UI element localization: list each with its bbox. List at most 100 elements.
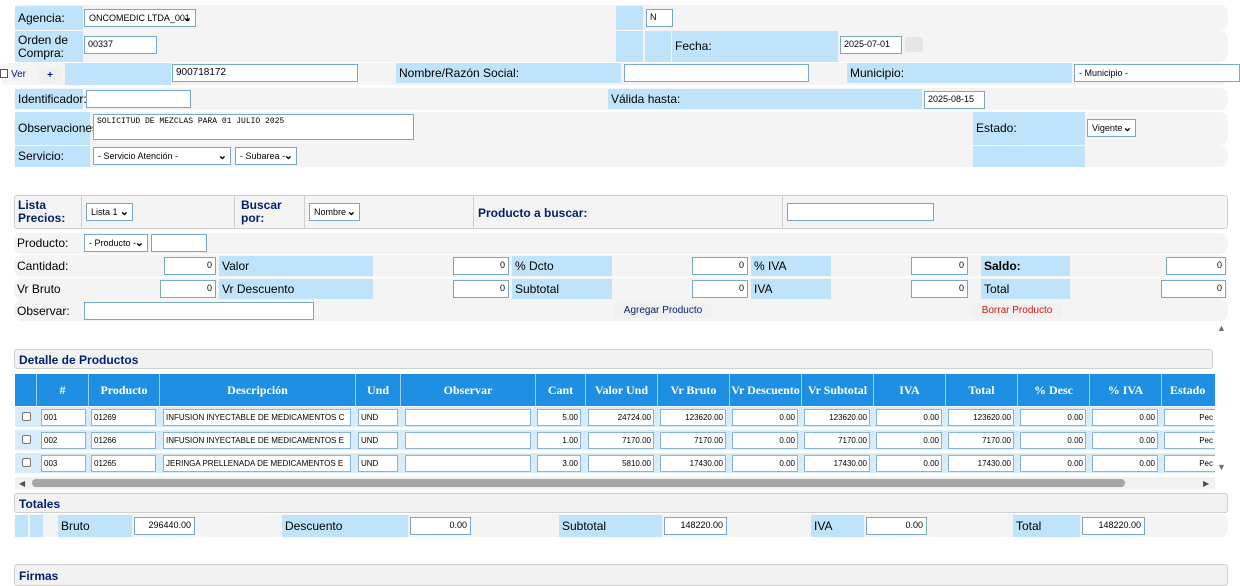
scroll-left-icon[interactable]: ◀ — [19, 479, 26, 488]
cell-cant[interactable]: 1.00 — [537, 432, 581, 449]
cell-descripcion[interactable]: INFUSION INYECTABLE DE MEDICAMENTOS E — [163, 432, 351, 449]
cell-num[interactable]: 001 — [41, 409, 86, 426]
search-bar — [14, 195, 1228, 229]
municipio-select[interactable]: - Municipio - — [1074, 64, 1240, 82]
cell-und[interactable]: UND — [358, 409, 398, 426]
agencia-select[interactable]: ONCOMEDIC LTDA_001⌄ — [84, 9, 196, 27]
cell-valor-und[interactable]: 24724.00 — [588, 409, 654, 426]
cell-und[interactable]: UND — [358, 455, 398, 472]
cell-observar[interactable] — [405, 455, 531, 472]
lista-precios-select[interactable]: Lista 1⌄ — [86, 203, 133, 221]
estado-select[interactable]: Vigente⌄ — [1087, 119, 1136, 137]
cell-iva[interactable]: 0.00 — [876, 432, 942, 449]
cell-estado[interactable]: Pec — [1164, 432, 1215, 449]
subarea-select[interactable]: - Subarea -⌄ — [235, 147, 297, 165]
valor-input[interactable]: 0 — [453, 257, 509, 275]
vr-descuento-input[interactable]: 0 — [453, 280, 509, 298]
vr-bruto-label: Vr Bruto — [17, 281, 61, 296]
borrar-producto-button[interactable]: Borrar Producto — [972, 303, 1062, 318]
identificador-label: Identificador: — [15, 89, 87, 109]
cell-cant[interactable]: 5.00 — [537, 409, 581, 426]
cantidad-input[interactable]: 0 — [164, 257, 216, 275]
fecha-input[interactable]: 2025-07-01 — [840, 36, 902, 54]
n-input[interactable]: N — [646, 9, 673, 27]
producto-select[interactable]: - Producto -⌄ — [84, 234, 148, 252]
buscar-por-select[interactable]: Nombre⌄ — [309, 203, 360, 221]
agregar-producto-button[interactable]: Agregar Producto — [614, 303, 712, 318]
iva-pct-input[interactable]: 0 — [911, 257, 968, 275]
cell-total[interactable]: 7170.00 — [948, 432, 1014, 449]
cell-num[interactable]: 002 — [41, 432, 86, 449]
bruto-total-input[interactable]: 296440.00 — [134, 517, 195, 535]
producto-code-input[interactable] — [151, 234, 207, 252]
cell-vr-subtotal[interactable]: 123620.00 — [804, 409, 870, 426]
vr-bruto-input[interactable]: 0 — [160, 280, 216, 298]
saldo-input[interactable]: 0 — [1166, 257, 1226, 275]
row-select-checkbox[interactable] — [22, 458, 31, 467]
observar-label: Observar: — [17, 303, 70, 318]
cell-vr-bruto[interactable]: 17430.00 — [660, 455, 726, 472]
cell-vr-descuento[interactable]: 0.00 — [732, 455, 798, 472]
cell-observar[interactable] — [405, 432, 531, 449]
cell-num[interactable]: 003 — [41, 455, 86, 472]
cell-pct-iva[interactable]: 0.00 — [1092, 455, 1158, 472]
subtotal-total-input[interactable]: 148220.00 — [664, 517, 727, 535]
cell-pct-iva[interactable]: 0.00 — [1092, 432, 1158, 449]
cell-estado[interactable]: Pec — [1164, 455, 1215, 472]
cell-iva[interactable]: 0.00 — [876, 409, 942, 426]
cell-vr-descuento[interactable]: 0.00 — [732, 432, 798, 449]
cell-descripcion[interactable]: INFUSION INYECTABLE DE MEDICAMENTOS C — [163, 409, 351, 426]
cell-vr-descuento[interactable]: 0.00 — [732, 409, 798, 426]
cell-producto[interactable]: 01265 — [91, 455, 156, 472]
nit-input[interactable]: 900718172 — [172, 64, 358, 82]
identificador-input[interactable] — [86, 90, 191, 108]
valida-hasta-input[interactable]: 2025-08-15 — [924, 91, 985, 109]
nombre-input[interactable] — [624, 64, 809, 82]
ver-link[interactable]: Ver — [11, 68, 27, 80]
subtotal-form-input[interactable]: 0 — [692, 280, 748, 298]
dcto-input[interactable]: 0 — [692, 257, 748, 275]
cell-observar[interactable] — [405, 409, 531, 426]
cell-pct-desc[interactable]: 0.00 — [1020, 455, 1086, 472]
scroll-down-icon[interactable]: ▼ — [1217, 462, 1226, 472]
cell-vr-subtotal[interactable]: 7170.00 — [804, 432, 870, 449]
cell-total[interactable]: 17430.00 — [948, 455, 1014, 472]
calendar-button[interactable] — [905, 37, 923, 52]
col-estado: Estado — [1170, 383, 1206, 397]
cell-pct-desc[interactable]: 0.00 — [1020, 409, 1086, 426]
cell-descripcion[interactable]: JERINGA PRELLENADA DE MEDICAMENTOS E — [163, 455, 351, 472]
cell-pct-iva[interactable]: 0.00 — [1092, 409, 1158, 426]
cell-vr-bruto[interactable]: 123620.00 — [660, 409, 726, 426]
add-cliente-button[interactable]: + — [38, 67, 62, 83]
iva-total-input[interactable]: 0.00 — [866, 517, 927, 535]
cell-und[interactable]: UND — [358, 432, 398, 449]
cell-valor-und[interactable]: 5810.00 — [588, 455, 654, 472]
cell-vr-bruto[interactable]: 7170.00 — [660, 432, 726, 449]
row-select-checkbox[interactable] — [22, 435, 31, 444]
servicio-select[interactable]: - Servicio Atención -⌄ — [93, 147, 231, 165]
cell-iva[interactable]: 0.00 — [876, 455, 942, 472]
orden-compra-input[interactable]: 00337 — [84, 36, 157, 54]
ver-checkbox[interactable] — [0, 69, 8, 78]
cell-vr-subtotal[interactable]: 17430.00 — [804, 455, 870, 472]
cell-producto[interactable]: 01266 — [91, 432, 156, 449]
scroll-right-icon[interactable]: ▶ — [1203, 479, 1210, 488]
descuento-total-input[interactable]: 0.00 — [410, 517, 471, 535]
total-form-input[interactable]: 0 — [1161, 280, 1226, 298]
cell-estado[interactable]: Pec — [1164, 409, 1215, 426]
producto-a-buscar-input[interactable] — [787, 203, 934, 221]
col-pct-iva: % IVA — [1090, 374, 1162, 406]
cell-total[interactable]: 123620.00 — [948, 409, 1014, 426]
servicio-select-value: - Servicio Atención - — [98, 151, 179, 161]
cell-producto[interactable]: 01269 — [91, 409, 156, 426]
iva-form-input[interactable]: 0 — [911, 280, 968, 298]
grid-hscroll-thumb[interactable] — [32, 479, 1125, 487]
total-total-input[interactable]: 148220.00 — [1082, 517, 1145, 535]
row-select-checkbox[interactable] — [22, 412, 31, 421]
cell-valor-und[interactable]: 7170.00 — [588, 432, 654, 449]
scroll-up-icon[interactable]: ▲ — [1217, 323, 1226, 333]
cell-pct-desc[interactable]: 0.00 — [1020, 432, 1086, 449]
observaciones-textarea[interactable]: SOLICITUD DE MEZCLAS PARA 01 JULIO 2025 — [93, 114, 414, 140]
cell-cant[interactable]: 3.00 — [537, 455, 581, 472]
observar-input[interactable] — [84, 302, 314, 320]
